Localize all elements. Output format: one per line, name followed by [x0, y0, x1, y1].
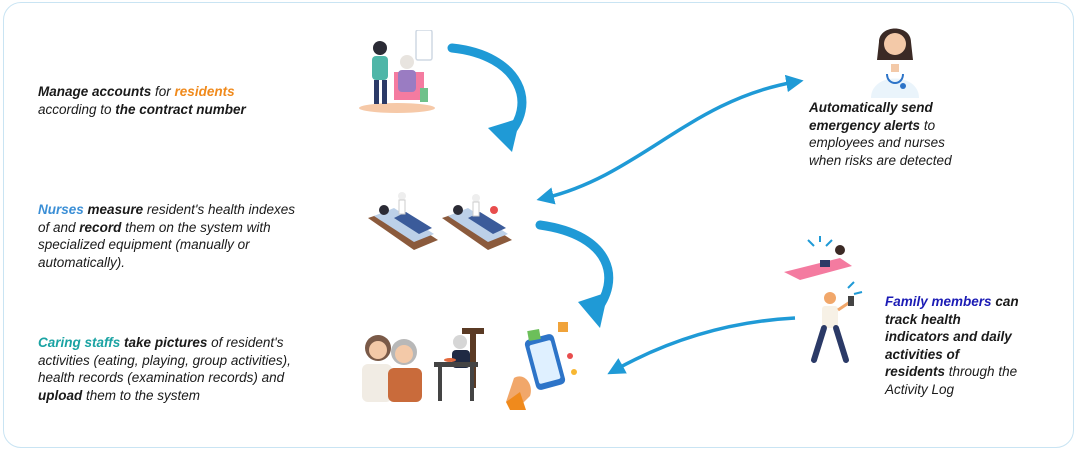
arrow-family-to-staffs [607, 316, 796, 375]
family-members-illustration [784, 236, 863, 363]
elderly-couple-illustration [362, 335, 422, 402]
patients-in-beds-illustration [368, 192, 512, 250]
elder-eating-illustration [434, 328, 484, 401]
doctor-illustration [871, 28, 919, 98]
arrow-manage-to-nurses [447, 43, 527, 152]
text-caring-staffs: Caring staffs take pictures of resident'… [38, 335, 291, 403]
phone-photos-illustration [506, 322, 577, 410]
arrow-nurses-to-staffs [535, 220, 614, 328]
arrow-nurses-alerts [536, 74, 804, 205]
text-nurses-measure: Nurses measure resident's health indexes… [38, 202, 296, 270]
text-family-members: Family members can track health indicato… [885, 294, 1019, 397]
text-emergency-alerts: Automatically send emergency alerts to e… [809, 100, 952, 168]
text-manage-accounts: Manage accounts for residents according … [38, 84, 246, 117]
caregiver-elder-illustration [359, 30, 435, 113]
